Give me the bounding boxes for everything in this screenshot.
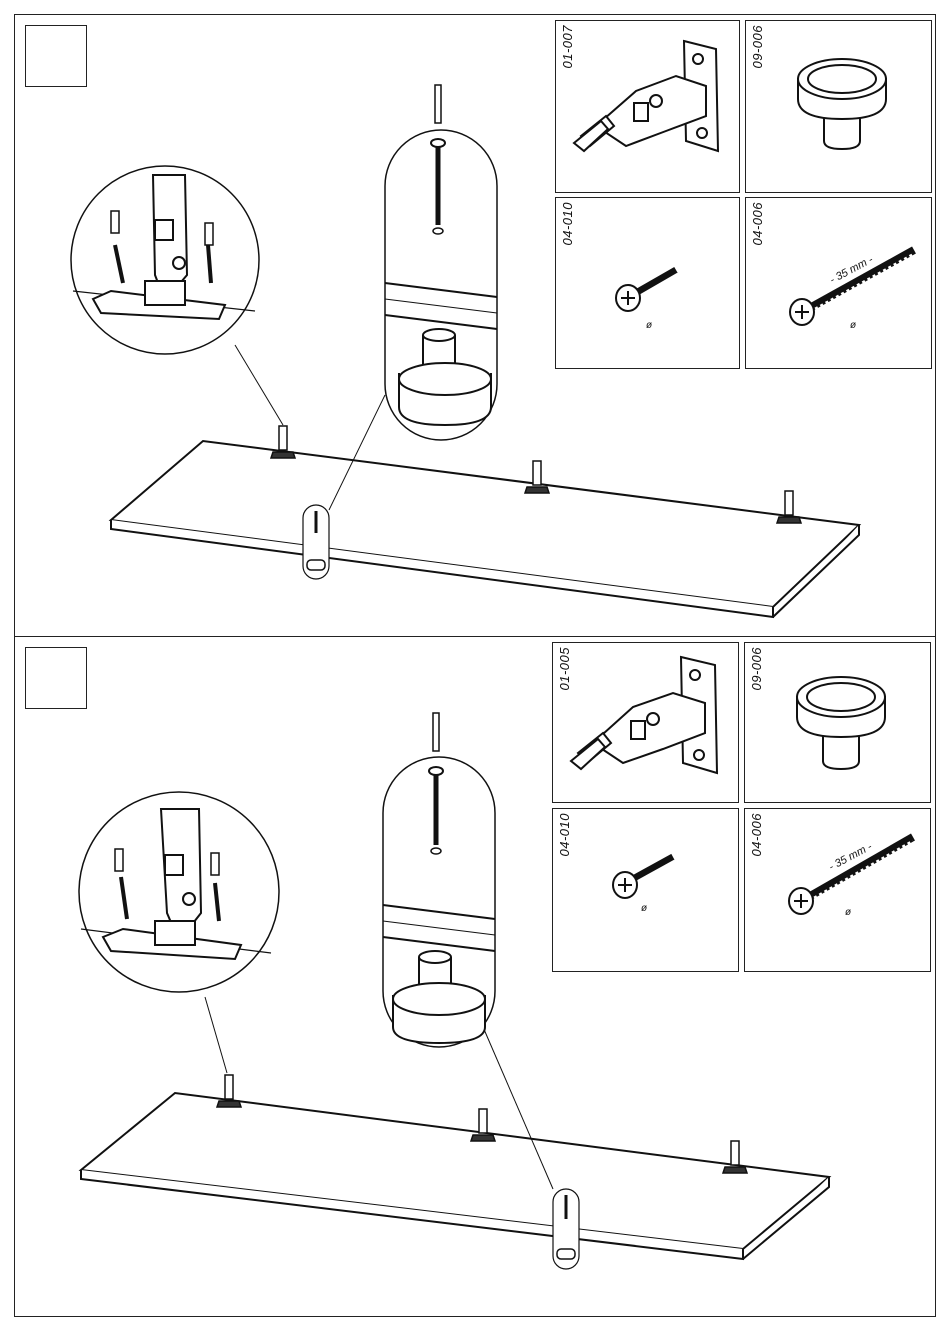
door-assembly-drawing xyxy=(15,15,935,635)
step-2-panel: 01-005 09-006 04-010 xyxy=(14,636,936,1317)
door-panel xyxy=(81,1093,829,1259)
door-panel xyxy=(111,441,859,617)
door-assembly-drawing xyxy=(15,637,935,1315)
step-1-panel: 01-007 09-006 04-010 xyxy=(14,14,936,637)
